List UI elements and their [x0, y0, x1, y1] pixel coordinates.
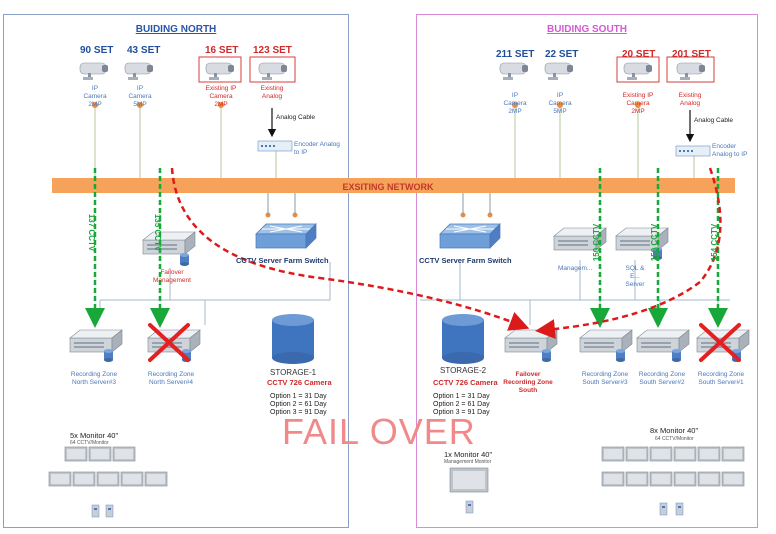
north-recorder-label-4: Recording Zone North Server#4 — [147, 371, 195, 386]
storage-2-name: STORAGE-2 — [440, 366, 487, 375]
south-cam-count-3: 20 SET — [622, 49, 656, 60]
north-cam-label-4: Existing Analog — [260, 85, 284, 100]
north-monitor-sub: 64 CCTV/Monitor — [70, 440, 109, 446]
north-analog-cable-label: Analog Cable — [276, 114, 316, 121]
south-cam-label-2: IP Camera 5MP — [548, 92, 572, 115]
south-link-label-1: 150 CCTV — [592, 223, 602, 262]
storage-2-camera: CCTV 726 Camera — [433, 378, 498, 387]
north-link-label-2: 135 CCTV — [153, 213, 163, 252]
storage-2-option-1: Option 1 = 31 Day — [433, 393, 490, 400]
north-cam-label-2: IP Camera 5MP — [128, 85, 152, 108]
north-cam-count-4: 123 SET — [253, 45, 292, 56]
south-cam-label-1: IP Camera 2MP — [503, 92, 527, 115]
storage-1-option-3: Option 3 = 91 Day — [270, 409, 327, 416]
storage-2-option-2: Option 2 = 61 Day — [433, 401, 490, 408]
north-cam-count-3: 16 SET — [205, 45, 239, 56]
north-cam-count-2: 43 SET — [127, 45, 161, 56]
building-north-title: BUIDING NORTH — [135, 24, 217, 35]
north-cam-label-3: Existing IP Camera 2MP — [205, 85, 237, 108]
south-cam-label-3: Existing IP Camera 2MP — [622, 92, 654, 115]
storage-2-option-3: Option 3 = 91 Day — [433, 409, 490, 416]
south-mgmt-label: Managem... — [558, 265, 593, 272]
storage-1-option-1: Option 1 = 31 Day — [270, 393, 327, 400]
north-switch-label: CCTV Server Farm Switch — [236, 256, 329, 265]
south-failover-recorder-label: Failover Recording Zone South — [503, 371, 553, 394]
north-link-label-1: 137 CCTV — [87, 213, 97, 252]
south-recorder-label-1: Recording Zone South Server#1 — [697, 371, 745, 386]
mgmt-monitor-sub: Management Monitor — [444, 459, 492, 465]
north-cam-label-1: IP Camera 2MP — [83, 85, 107, 108]
south-recorder-label-3: Recording Zone South Server#3 — [581, 371, 629, 386]
north-monitor-title: 5x Monitor 40" — [70, 431, 119, 440]
building-north: BUIDING NORTH — [3, 14, 349, 528]
north-encoder-label: Encoder Analog to IP — [294, 141, 340, 156]
south-switch-label: CCTV Server Farm Switch — [419, 256, 512, 265]
north-recorder-label-3: Recording Zone North Server#3 — [70, 371, 118, 386]
building-south: BUIDING SOUTH — [416, 14, 758, 528]
building-south-title: BUIDING SOUTH — [547, 24, 627, 35]
storage-1-camera: CCTV 726 Camera — [267, 378, 332, 387]
south-link-label-2: 150 CCTV — [650, 223, 660, 262]
mgmt-monitor-title: 1x Monitor 40" — [444, 450, 493, 459]
south-cam-count-1: 211 SET — [496, 49, 535, 60]
south-link-label-3: 154 CCTV — [710, 223, 720, 262]
failover-banner: FAIL OVER — [282, 411, 476, 452]
south-cam-count-2: 22 SET — [545, 49, 579, 60]
monitor-wall-mgmt — [449, 467, 489, 514]
south-cam-label-4: Existing Analog — [678, 92, 702, 107]
north-cam-count-1: 90 SET — [80, 45, 114, 56]
storage-1-option-2: Option 2 = 61 Day — [270, 401, 327, 408]
network-bar — [52, 178, 735, 193]
monitor-wall-south — [601, 446, 745, 516]
south-monitor-sub: 64 CCTV/Monitor — [655, 436, 694, 442]
south-sql-label: SQL & E... Server — [625, 265, 645, 288]
storage-1-name: STORAGE-1 — [270, 368, 317, 377]
south-recorder-label-2: Recording Zone South Server#2 — [638, 371, 686, 386]
network-label: EXSITING NETWORK — [342, 182, 434, 192]
north-failover-mgmt-label: Failover Management — [153, 269, 191, 284]
monitor-wall-north — [48, 446, 168, 518]
south-monitor-title: 8x Monitor 40" — [650, 426, 699, 435]
south-cam-count-4: 201 SET — [672, 49, 711, 60]
south-analog-cable-label: Analog Cable — [694, 117, 734, 124]
south-encoder-label: Encoder Analog to IP — [712, 143, 748, 158]
